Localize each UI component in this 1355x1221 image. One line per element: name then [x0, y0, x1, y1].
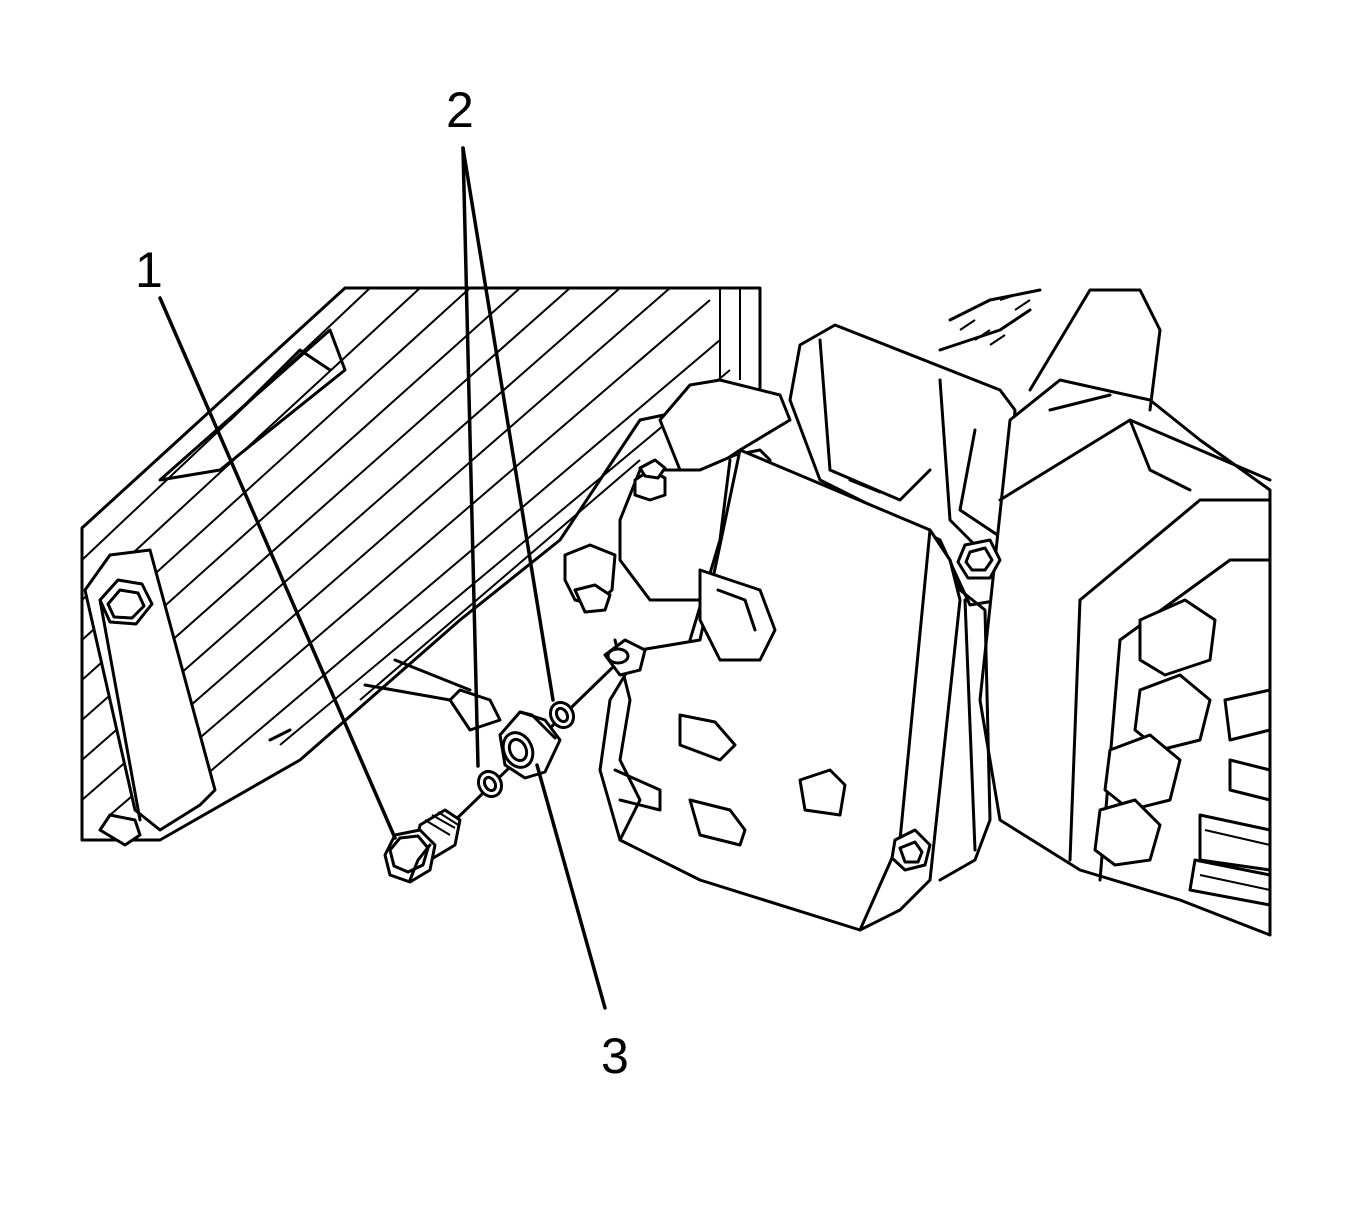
rotor-hub	[938, 288, 1272, 937]
bracket-bolt	[563, 543, 617, 614]
washer-part-2-right	[548, 700, 576, 730]
callout-label-2: 2	[446, 82, 474, 138]
caliper-piston-window	[698, 568, 777, 662]
callout-label-3: 3	[601, 1028, 629, 1084]
hose-fitting-part-3	[498, 710, 562, 780]
plate-bolt-icon	[98, 578, 154, 626]
caliper-guide-bolt-lower	[890, 828, 932, 872]
leader-line-2a	[461, 146, 480, 768]
caliper-guide-bolt-upper	[633, 458, 667, 502]
leader-line-2b	[461, 146, 555, 702]
callout-label-1: 1	[135, 242, 163, 298]
exploded-hardware	[383, 666, 614, 884]
bolt-part-1	[383, 808, 462, 884]
leader-lines	[158, 146, 607, 1010]
leader-line-3	[535, 763, 607, 1010]
caliper-bracket	[788, 323, 1017, 607]
brake-line	[268, 658, 502, 742]
rotor-vent-marks	[959, 294, 1031, 346]
washer-part-2-left	[476, 769, 504, 799]
wheel-studs	[1093, 598, 1272, 907]
brake-caliper	[563, 378, 1002, 932]
caliper-mount-bolt	[956, 538, 1002, 580]
leader-line-1	[158, 296, 397, 840]
caliper-bleeder-fitting	[603, 638, 647, 677]
mounting-plate	[83, 548, 217, 847]
